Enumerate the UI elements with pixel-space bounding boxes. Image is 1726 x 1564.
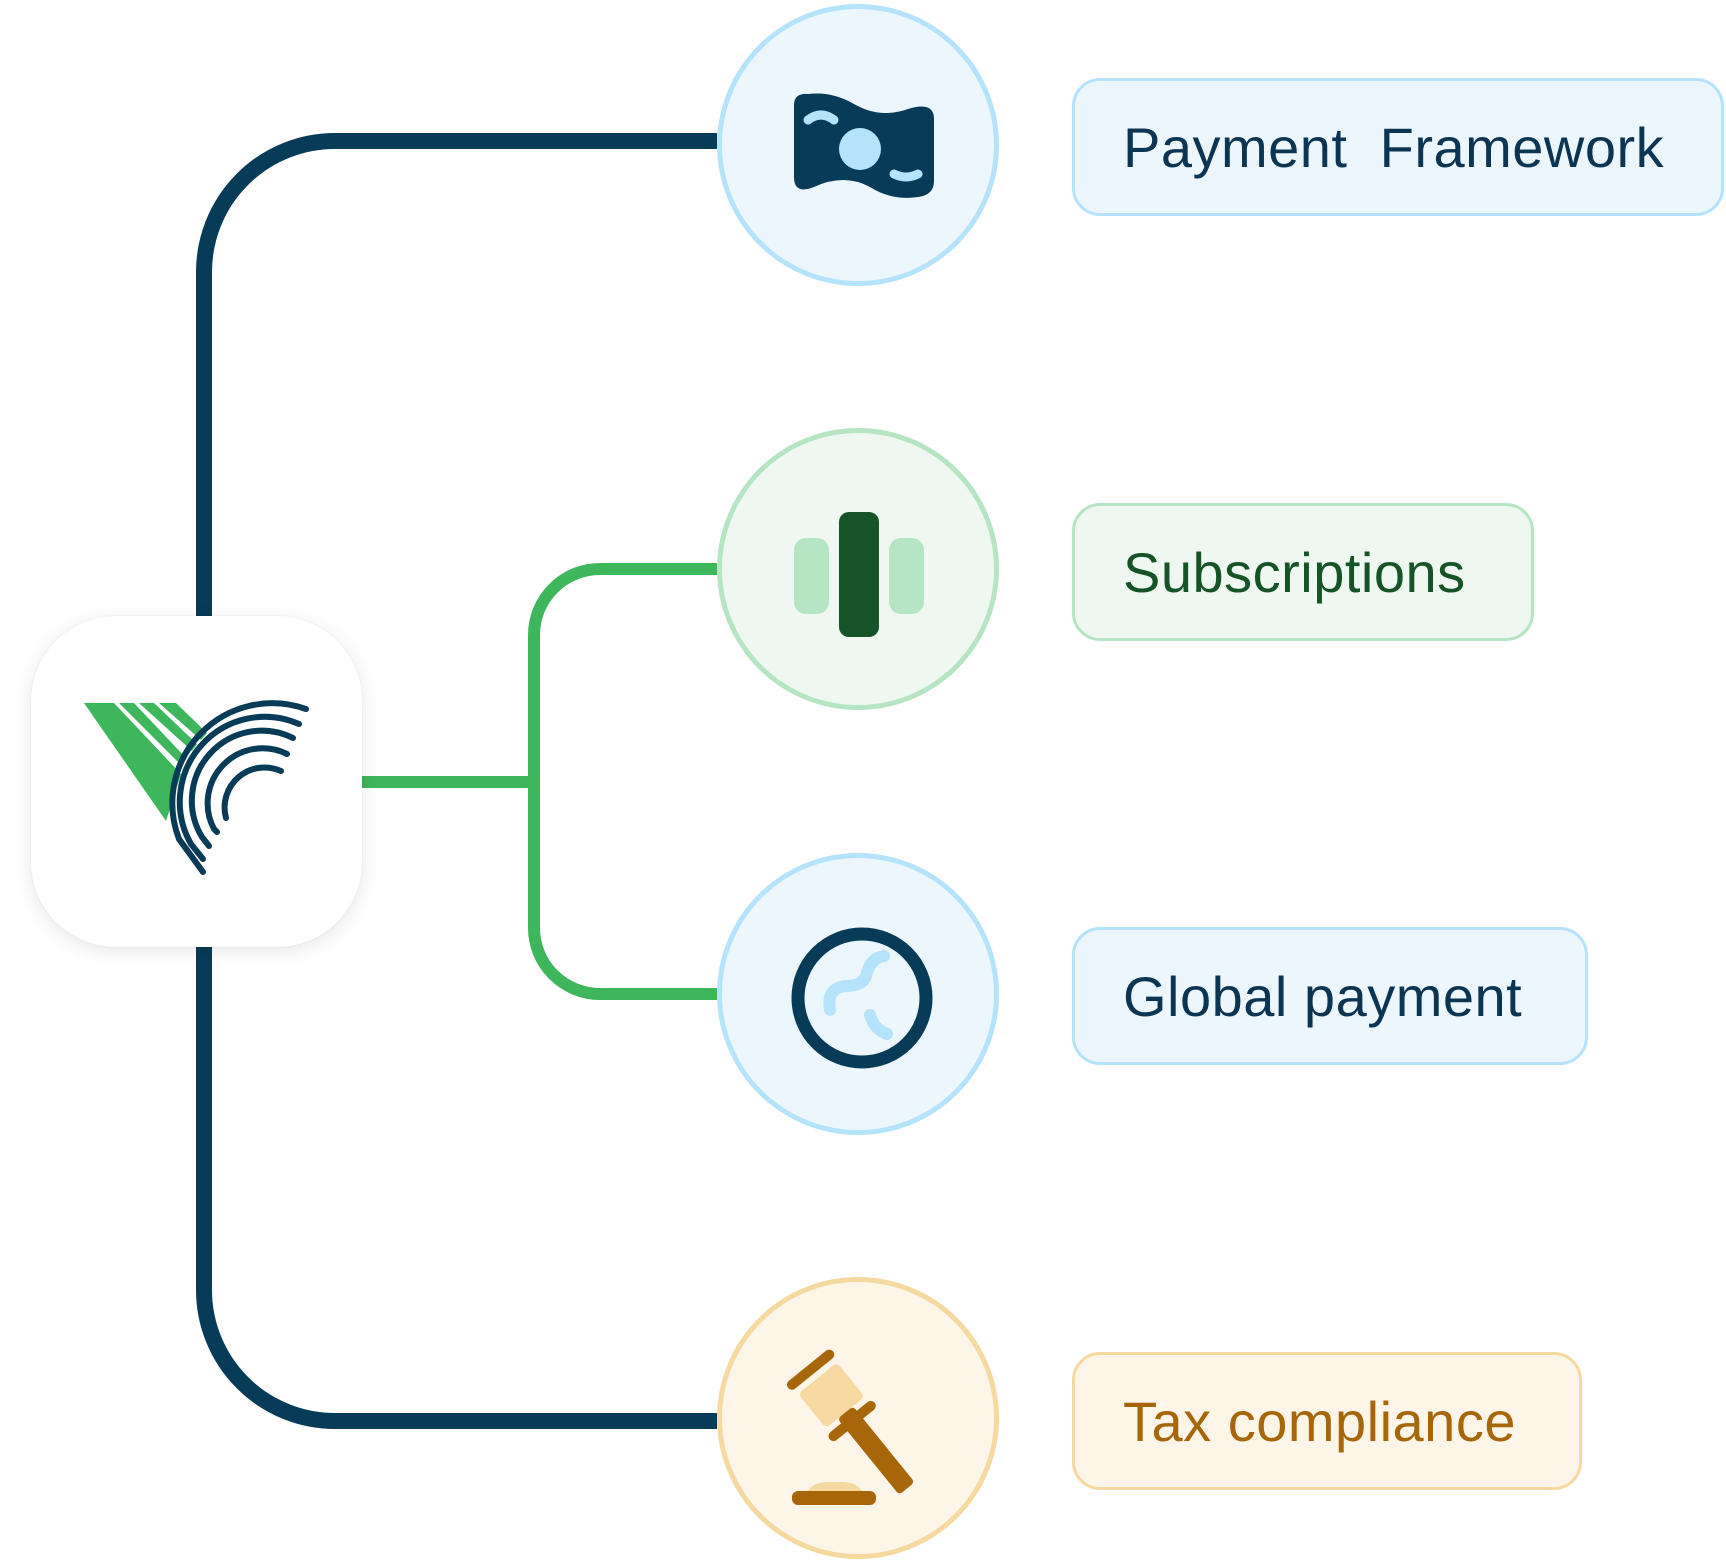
gavel-icon (786, 1349, 914, 1505)
connector-branch (528, 563, 717, 1000)
subscriptions-label: Subscriptions (1072, 503, 1534, 641)
subscriptions-text: Subscriptions (1123, 540, 1466, 604)
tax-compliance-circle (717, 1277, 999, 1559)
payment-framework-label: Payment Framework (1072, 78, 1724, 216)
money-icon (794, 93, 934, 198)
global-payment-text: Global payment (1123, 964, 1523, 1028)
subscriptions-circle (717, 428, 999, 710)
tax-compliance-text: Tax compliance (1123, 1389, 1516, 1453)
tax-compliance-label: Tax compliance (1072, 1352, 1582, 1490)
connector-payment-framework (196, 133, 717, 616)
connector-tax-compliance (196, 947, 717, 1429)
global-payment-circle (717, 853, 999, 1135)
global-payment-label: Global payment (1072, 927, 1588, 1065)
logo-icon (84, 700, 309, 875)
payment-framework-text: Payment Framework (1123, 115, 1665, 179)
payment-framework-circle (717, 4, 999, 286)
bars-icon (794, 512, 924, 637)
logo-tile (31, 616, 362, 947)
globe-icon (791, 927, 933, 1069)
